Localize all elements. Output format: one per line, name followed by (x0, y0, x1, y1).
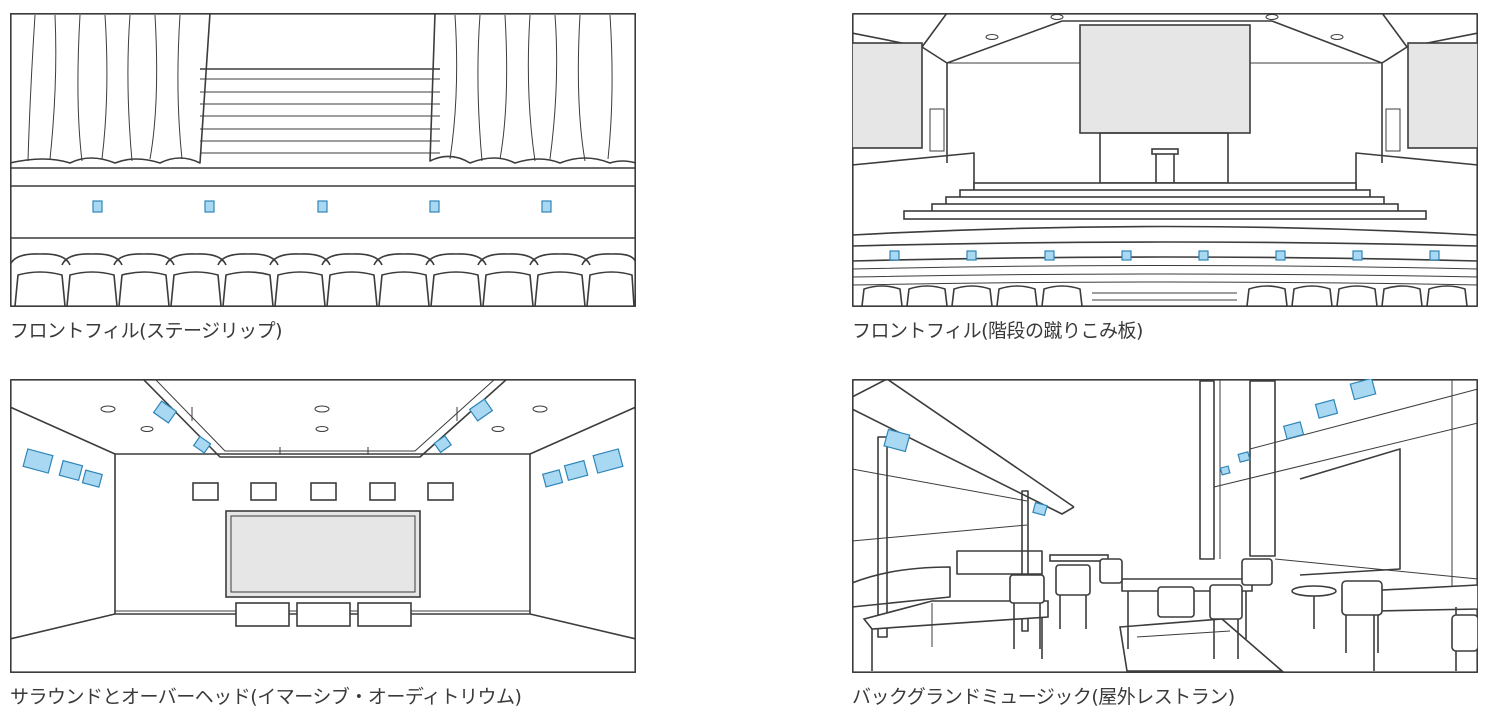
bgm-speakers (883, 379, 1377, 517)
podium (1155, 150, 1175, 184)
chairs (1009, 558, 1478, 659)
speaker-icon (468, 398, 494, 422)
speaker-icon (192, 435, 212, 454)
caption-stage-lip: フロントフィル(ステージリップ) (10, 320, 283, 342)
projection-screen (1079, 24, 1251, 134)
speaker-icon (1282, 421, 1305, 440)
caption-immersive-auditorium: サラウンドとオーバーヘッド(イマーシブ・オーディトリウム) (10, 686, 522, 708)
speaker-icon (92, 200, 103, 213)
caption-stair-riser: フロントフィル(階段の蹴りこみ板) (852, 320, 1143, 342)
speaker-icon (1314, 398, 1339, 419)
speaker-icon (1219, 465, 1231, 476)
canopy (852, 379, 1075, 638)
surround-speakers-right (541, 448, 624, 488)
subwoofers (235, 602, 412, 627)
speaker-icon (22, 448, 54, 474)
speaker-icon (1198, 250, 1209, 261)
speaker-icon (1121, 250, 1132, 261)
immersive-auditorium-illustration (10, 379, 636, 673)
front-wall-speakers (192, 482, 454, 501)
speaker-icon (1429, 250, 1440, 261)
speaker-icon (204, 200, 215, 213)
stage-lip-illustration (10, 13, 636, 307)
speaker-icon (433, 435, 453, 454)
panel-stair-riser (852, 13, 1478, 307)
speaker-icon (1349, 379, 1377, 401)
audience-seats (10, 253, 636, 307)
speaker-icon (152, 400, 178, 424)
dining-tables (862, 554, 1478, 672)
riser-speakers (889, 250, 1440, 261)
stage-lip-speakers (92, 200, 552, 213)
panel-outdoor-restaurant (852, 379, 1478, 673)
audience-seats (861, 285, 1468, 307)
speaker-icon (429, 200, 440, 213)
curtain-right (429, 13, 636, 164)
speaker-icon (563, 459, 589, 482)
stair-riser-illustration (852, 13, 1478, 307)
speaker-icon (1032, 501, 1048, 517)
speaker-icon (1044, 250, 1055, 261)
stage-steps (903, 182, 1427, 220)
caption-outdoor-restaurant: バックグランドミュージック(屋外レストラン) (852, 686, 1235, 708)
panel-stage-lip (10, 13, 636, 307)
speaker-icon (541, 200, 552, 213)
speaker-icon (889, 250, 900, 261)
building (1199, 379, 1478, 589)
overhead-speakers (152, 398, 494, 454)
speaker-icon (883, 428, 911, 453)
surround-speakers-left (22, 448, 103, 488)
speaker-icon (1275, 250, 1286, 261)
speaker-icon (966, 250, 977, 261)
speaker-icon (1237, 451, 1251, 463)
panel-immersive-auditorium (10, 379, 636, 673)
stage-back-steps (200, 68, 440, 154)
outdoor-restaurant-illustration (852, 379, 1478, 673)
speaker-icon (58, 459, 84, 482)
speaker-icon (81, 469, 103, 488)
speaker-icon (592, 448, 624, 474)
side-panel-left (852, 42, 923, 149)
ceiling-bulkhead (142, 379, 508, 458)
side-panel-right (1407, 42, 1478, 149)
speaker-icon (541, 469, 564, 488)
speaker-icon (317, 200, 328, 213)
cinema-screen (225, 510, 421, 598)
speaker-icon (1352, 250, 1363, 261)
curtain-left (10, 13, 211, 164)
